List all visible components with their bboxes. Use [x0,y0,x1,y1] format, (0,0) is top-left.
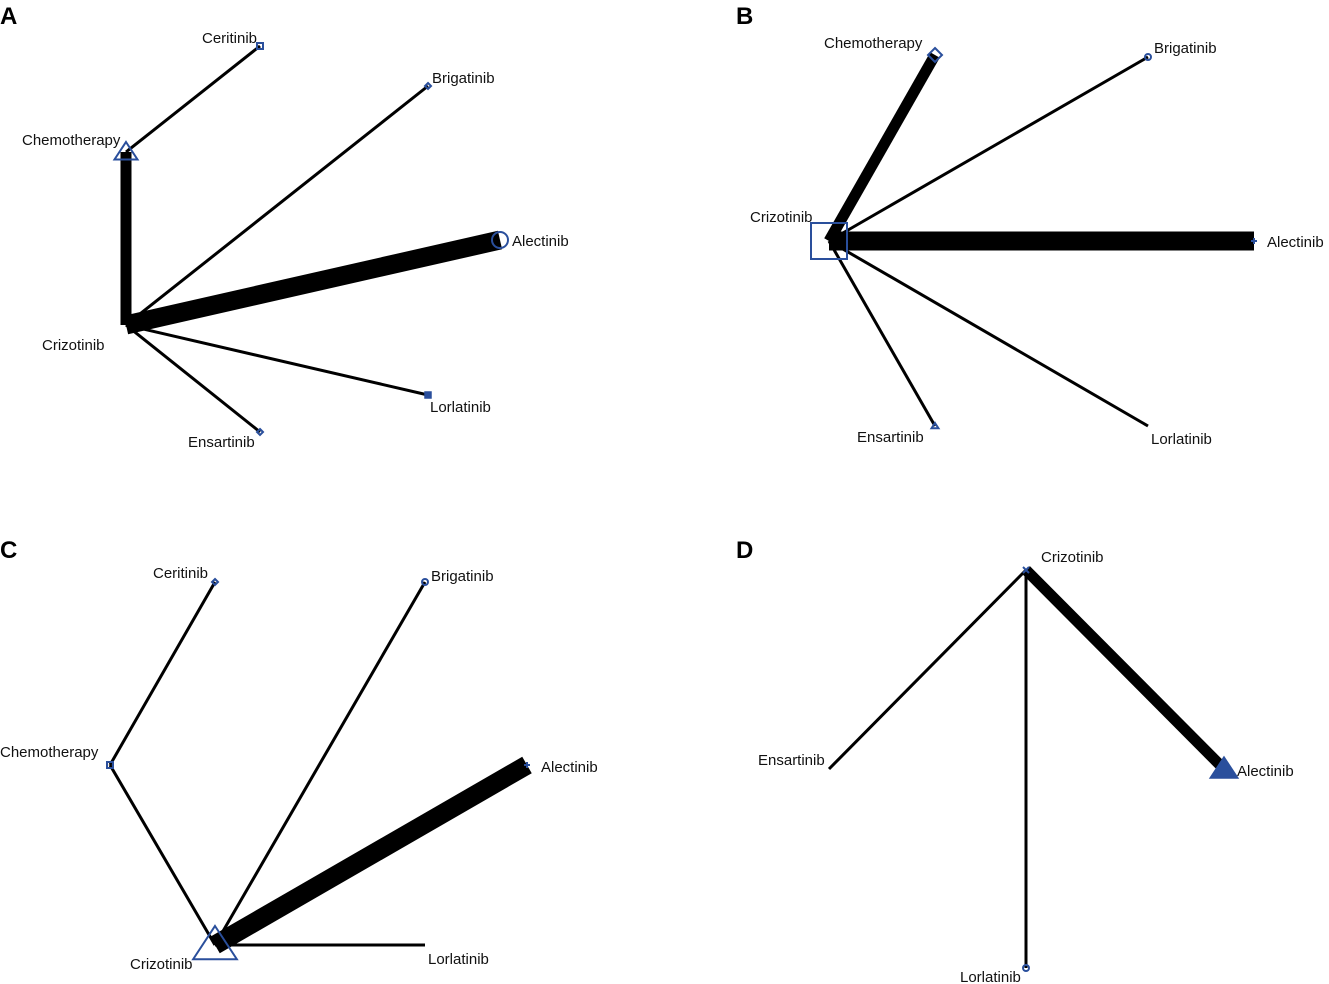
node-label-c-alectinib: Alectinib [541,759,598,776]
edge-b-crizotinib-chemotherapy [824,52,940,244]
node-marker-b-crizotinib [810,222,848,260]
edges-d [827,566,1228,968]
node-label-d-ensartinib: Ensartinib [758,752,825,769]
node-marker-a-ensartinib [255,427,265,437]
node-marker-d-crizotinib [1022,566,1030,574]
nodes-b: Chemotherapy BrigatinibCrizotinibAlectini… [750,35,1324,448]
node-marker-c-crizotinib [191,924,239,961]
node-label-b-ensartinib: Ensartinib [857,429,924,446]
node-label-c-crizotinib: Crizotinib [130,956,193,973]
panel-letter-c: C [0,537,17,564]
node-label-a-brigatinib: Brigatinib [432,70,495,87]
node-label-b-brigatinib: Brigatinib [1154,40,1217,57]
panel-b: B Chemotherapy BrigatinibCrizotinibAlecti… [736,3,1324,448]
node-label-a-lorlatinib: Lorlatinib [430,399,491,416]
node-marker-d-lorlatinib [1022,964,1030,972]
node-marker-b-chemotherapy [926,46,944,64]
node-marker-b-brigatinib [1144,53,1152,61]
node-label-c-chemotherapy: Chemotherapy [0,744,99,761]
edges-b [824,52,1254,428]
node-marker-a-alectinib [491,231,509,249]
panel-d: D CrizotinibEnsartinibAlectinibLorlatini… [736,537,1294,984]
nodes-c: Ceritinib BrigatinibChemotherapyAlectinib… [0,565,598,973]
node-label-c-lorlatinib: Lorlatinib [428,951,489,968]
node-marker-a-brigatinib [423,81,433,91]
node-label-c-ceritinib: Ceritinib [153,565,208,582]
node-label-b-lorlatinib: Lorlatinib [1151,431,1212,448]
node-label-b-crizotinib: Crizotinib [750,209,813,226]
node-marker-c-brigatinib [421,578,429,586]
edge-b-crizotinib-lorlatinib [828,239,1149,428]
node-label-a-crizotinib: Crizotinib [42,337,105,354]
node-label-a-ensartinib: Ensartinib [188,434,255,451]
node-marker-a-ceritinib [256,42,264,50]
edge-c-chemotherapy-crizotinib [108,764,217,946]
panel-a: A CeritinibBrigatinibChemotherapyAlectin… [0,3,569,451]
edge-c-crizotinib-alectinib [210,756,532,954]
edge-c-chemotherapy-ceritinib [108,581,217,766]
node-label-c-brigatinib: Brigatinib [431,568,494,585]
edge-d-crizotinib-ensartinib [827,568,1028,771]
node-marker-a-chemotherapy [112,140,140,161]
node-marker-c-alectinib [524,762,530,768]
node-marker-c-chemotherapy [106,761,114,769]
edge-b-crizotinib-ensartinib [827,240,937,427]
edge-b-crizotinib-brigatinib [828,55,1149,243]
node-label-d-lorlatinib: Lorlatinib [960,969,1021,984]
panel-letter-b: B [736,3,753,30]
node-marker-b-alectinib [1251,238,1257,244]
edge-d-crizotinib-alectinib [1022,566,1228,773]
edge-a-crizotinib-alectinib [123,230,503,335]
node-label-b-alectinib: Alectinib [1267,234,1324,251]
node-marker-a-lorlatinib [424,391,432,399]
edge-a-crizotinib-ensartinib [125,323,261,434]
node-marker-c-ceritinib [210,577,220,587]
node-label-d-crizotinib: Crizotinib [1041,549,1104,566]
edge-a-chemotherapy-ceritinib [125,44,261,154]
panel-letter-a: A [0,3,17,30]
panel-letter-d: D [736,537,753,564]
node-label-a-alectinib: Alectinib [512,233,569,250]
edges-c [108,581,532,954]
node-label-b-chemotherapy: Chemotherapy [824,35,923,52]
nodes-a: CeritinibBrigatinibChemotherapyAlectinib… [22,30,569,451]
edge-a-crizotinib-lorlatinib [125,323,429,397]
edge-a-crizotinib-brigatinib [125,84,429,327]
node-marker-b-ensartinib [929,421,941,430]
edge-c-crizotinib-brigatinib [213,581,427,946]
node-marker-d-alectinib [1208,755,1240,779]
node-label-a-ceritinib: Ceritinib [202,30,257,47]
node-label-d-alectinib: Alectinib [1237,763,1294,780]
node-label-a-chemotherapy: Chemotherapy [22,132,121,149]
panel-c: C Ceritinib BrigatinibChemotherapyAlectin… [0,537,598,973]
edges-a [120,44,503,434]
